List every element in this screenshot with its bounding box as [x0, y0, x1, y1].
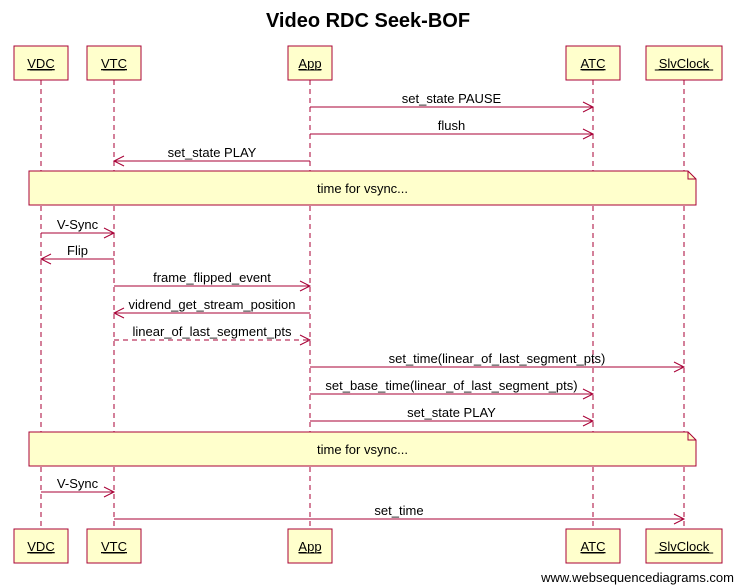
- message-arrow: flush: [310, 118, 595, 140]
- participant-label: App: [298, 539, 321, 554]
- note-box: time for vsync...: [28, 431, 697, 467]
- message-arrow: set_time: [114, 503, 686, 525]
- message-arrow: set_time(linear_of_last_segment_pts): [310, 351, 686, 373]
- message-label: set_state PAUSE: [402, 91, 502, 106]
- note-fold: [687, 432, 696, 441]
- participant-label: VTC: [101, 539, 127, 554]
- note-fold: [687, 171, 696, 180]
- arrowhead-icon: [582, 388, 595, 400]
- note-label: time for vsync...: [317, 181, 408, 196]
- message-arrow: set_base_time(linear_of_last_segment_pts…: [310, 378, 595, 400]
- message-arrow: set_state PLAY: [112, 145, 310, 167]
- participant-top-vtc: VTC: [86, 45, 142, 81]
- message-label: linear_of_last_segment_pts: [133, 324, 292, 339]
- note-box: time for vsync...: [28, 170, 697, 206]
- arrowhead-icon: [103, 486, 116, 498]
- message-label: Flip: [67, 243, 88, 258]
- diagram-title: Video RDC Seek-BOF: [265, 10, 471, 32]
- participant-label: SlvClock: [659, 539, 710, 554]
- participant-top-vdc: VDC: [13, 45, 69, 81]
- note-label: time for vsync...: [317, 442, 408, 457]
- participant-label: App: [298, 56, 321, 71]
- participant-box: [645, 45, 723, 81]
- participant-label: VTC: [101, 56, 127, 71]
- message-arrow: V-Sync: [41, 476, 116, 498]
- arrowhead-icon: [112, 155, 125, 167]
- message-label: V-Sync: [57, 476, 99, 491]
- message-arrow: vidrend_get_stream_position: [112, 297, 310, 319]
- message-label: set_time: [374, 503, 423, 518]
- participant-box: [287, 528, 333, 564]
- arrowhead-icon: [582, 415, 595, 427]
- arrowhead-icon: [673, 361, 686, 373]
- participant-box: [86, 528, 142, 564]
- message-label: set_state PLAY: [168, 145, 257, 160]
- note-shape: [28, 170, 697, 206]
- message-arrow: Flip: [39, 243, 114, 265]
- participant-bottom-atc: ATC: [565, 528, 621, 564]
- note-shape: [28, 431, 697, 467]
- message-label: V-Sync: [57, 217, 99, 232]
- participant-label: VDC: [27, 539, 54, 554]
- participant-box: [13, 528, 69, 564]
- message-arrow: set_state PAUSE: [310, 91, 595, 113]
- participant-label: ATC: [580, 539, 605, 554]
- message-arrow: set_state PLAY: [310, 405, 595, 427]
- participant-box: [287, 45, 333, 81]
- participant-top-atc: ATC: [565, 45, 621, 81]
- participant-label: ATC: [580, 56, 605, 71]
- participant-box: [13, 45, 69, 81]
- message-label: frame_flipped_event: [153, 270, 271, 285]
- arrowhead-icon: [103, 227, 116, 239]
- message-label: set_time(linear_of_last_segment_pts): [389, 351, 606, 366]
- participant-label: SlvClock: [659, 56, 710, 71]
- participant-top-slvclock: SlvClock: [645, 45, 723, 81]
- participant-top-app: App: [287, 45, 333, 81]
- participant-bottom-slvclock: SlvClock: [645, 528, 723, 564]
- participant-box: [565, 45, 621, 81]
- participant-bottom-vtc: VTC: [86, 528, 142, 564]
- participant-bottom-app: App: [287, 528, 333, 564]
- participant-label: VDC: [27, 56, 54, 71]
- arrowhead-icon: [299, 334, 312, 346]
- participant-box: [86, 45, 142, 81]
- participant-bottom-vdc: VDC: [13, 528, 69, 564]
- arrowhead-icon: [299, 280, 312, 292]
- message-arrow: linear_of_last_segment_pts: [114, 324, 312, 346]
- message-label: set_state PLAY: [407, 405, 496, 420]
- message-arrow: frame_flipped_event: [114, 270, 312, 292]
- arrowhead-icon: [582, 128, 595, 140]
- arrowhead-icon: [39, 253, 52, 265]
- arrowhead-icon: [673, 513, 686, 525]
- participant-box: [565, 528, 621, 564]
- message-arrow: V-Sync: [41, 217, 116, 239]
- message-label: flush: [438, 118, 465, 133]
- arrowhead-icon: [582, 101, 595, 113]
- message-label: vidrend_get_stream_position: [129, 297, 296, 312]
- participant-box: [645, 528, 723, 564]
- message-label: set_base_time(linear_of_last_segment_pts…: [325, 378, 577, 393]
- watermark-text: www.websequencediagrams.com: [541, 570, 734, 585]
- arrowhead-icon: [112, 307, 125, 319]
